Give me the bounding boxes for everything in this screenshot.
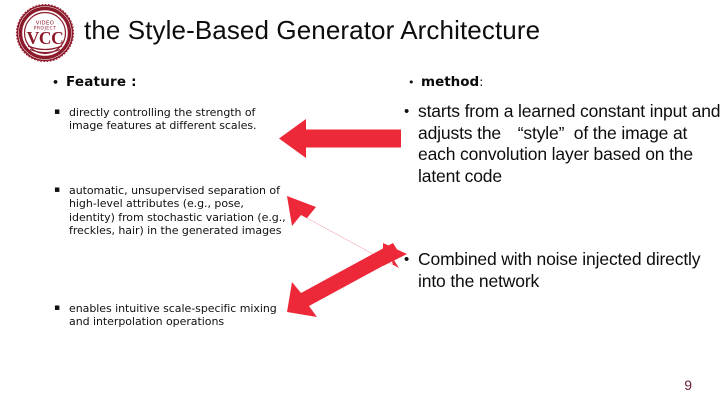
bullet-icon: • — [52, 76, 60, 89]
left-list-item-2-text: automatic, unsupervised separation of hi… — [69, 184, 286, 238]
right-heading-label: method: — [421, 74, 720, 91]
right-heading-word: method — [421, 74, 480, 90]
vcc-logo: VIDEO PROJECT VCC — [12, 3, 78, 63]
right-item-1-line1: starts from a learned constant input and… — [418, 101, 720, 143]
bullet-icon: • — [404, 251, 410, 268]
left-heading: • Feature : — [52, 74, 292, 91]
square-bullet-icon: ▪ — [54, 303, 61, 313]
left-heading-label: Feature : — [66, 74, 137, 90]
left-list-item-1: ▪ directly controlling the strength of i… — [54, 106, 289, 133]
left-arrow-icon — [279, 117, 401, 161]
square-bullet-icon: ▪ — [54, 185, 61, 195]
square-bullet-icon: ▪ — [54, 107, 61, 117]
right-list-item-2: • Combined with noise injected directly … — [404, 249, 720, 292]
bullet-icon: • — [404, 103, 410, 120]
svg-text:VIDEO: VIDEO — [36, 21, 54, 27]
bullet-icon: • — [408, 76, 415, 89]
right-item-1-quoted: “style” — [517, 122, 565, 143]
page-number: 9 — [684, 377, 692, 393]
right-list-item-2-text: Combined with noise injected directly in… — [418, 249, 701, 291]
right-list-item-1-text: starts from a learned constant input and… — [418, 101, 720, 187]
right-list-item-1: • starts from a learned constant input a… — [404, 101, 720, 187]
svg-text:VCC: VCC — [27, 28, 64, 48]
right-heading: • method: — [408, 74, 720, 91]
left-list-item-3-text: enables intuitive scale-specific mixing … — [69, 302, 277, 329]
svg-text:PROJECT: PROJECT — [34, 25, 57, 31]
left-list-item-2: ▪ automatic, unsupervised separation of … — [54, 184, 289, 238]
left-list-item-3: ▪ enables intuitive scale-specific mixin… — [54, 302, 289, 329]
left-list-item-1-text: directly controlling the strength of ima… — [69, 106, 257, 133]
chevron-double-arrow-icon — [271, 188, 407, 320]
page-title: the Style-Based Generator Architecture — [84, 15, 541, 45]
right-heading-colon: : — [479, 75, 484, 89]
right-item-1-line3: of the image at each convolution layer b… — [418, 122, 693, 186]
